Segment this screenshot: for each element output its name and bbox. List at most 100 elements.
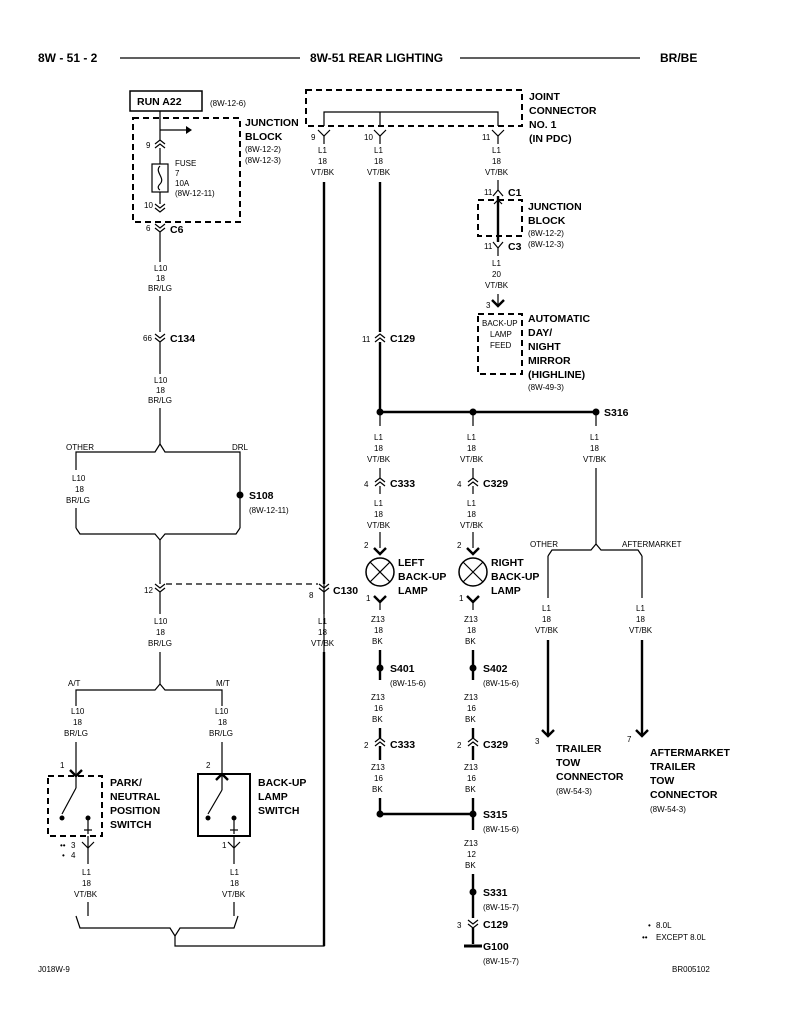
lamp-filament-icon <box>369 561 391 583</box>
park-neutral-switch-box <box>47 775 103 837</box>
pin: 10 <box>364 133 373 142</box>
splice-dot <box>469 664 477 672</box>
branch-label: DRL <box>232 443 249 452</box>
connector-icon <box>154 223 166 233</box>
splice-s315: S315 <box>483 809 508 821</box>
contact-dot <box>59 815 65 821</box>
wire-label: 18 <box>542 615 551 624</box>
mirror-label: DAY/ <box>528 327 552 339</box>
wire-label: 18 <box>156 386 165 395</box>
switch-blade <box>207 789 223 815</box>
wire-label: 18 <box>230 879 239 888</box>
wire-label: 18 <box>374 510 383 519</box>
run-label: RUN A22 <box>137 96 182 108</box>
wire-label: BK <box>465 715 476 724</box>
wire-label: VT/BK <box>583 455 607 464</box>
wire-label: 18 <box>156 628 165 637</box>
wire-label: VT/BK <box>460 521 484 530</box>
wire-label: VT/BK <box>222 890 246 899</box>
connector-icon <box>491 129 505 137</box>
wire-label: BR/LG <box>66 496 90 505</box>
wire-label: VT/BK <box>311 639 335 648</box>
pin: 1 <box>366 594 371 603</box>
switch-label: LAMP <box>258 791 288 803</box>
wire-label: VT/BK <box>367 168 391 177</box>
legend-mark: • <box>648 921 651 930</box>
pin: 7 <box>627 735 632 744</box>
wire-label: VT/BK <box>535 626 559 635</box>
pin: 12 <box>144 586 153 595</box>
wire-label: BR/LG <box>209 729 233 738</box>
wire-label: L1 <box>467 433 476 442</box>
wire-label: Z13 <box>464 615 478 624</box>
pin: 2 <box>206 761 211 770</box>
wire-label: 18 <box>467 626 476 635</box>
fuse-icon <box>151 163 169 193</box>
splice-ref: (8W-15-6) <box>483 679 519 688</box>
connector-icon <box>317 129 331 137</box>
aftermarket-label: AFTERMARKET <box>650 747 730 759</box>
lamp-label: BACK-UP <box>491 571 539 583</box>
connector-icon <box>154 583 166 593</box>
junction-block-2 <box>477 199 523 237</box>
switch-label: BACK-UP <box>258 777 306 789</box>
mirror-ref: (8W-49-3) <box>528 383 564 392</box>
connector-icon <box>374 477 386 487</box>
connector-icon <box>466 595 480 604</box>
fuse-label: FUSE <box>175 159 196 168</box>
connector-icon <box>466 547 480 556</box>
branch <box>75 443 241 460</box>
splice-ref: (8W-15-6) <box>483 825 519 834</box>
wire-label: L1 <box>542 604 551 613</box>
wire-label: BK <box>372 637 383 646</box>
mirror-feed-label: FEED <box>490 341 512 350</box>
wire-label: VT/BK <box>367 521 391 530</box>
splice-s402: S402 <box>483 663 508 675</box>
contact-dot <box>205 815 211 821</box>
pin: 4 <box>71 851 76 860</box>
connector-icon <box>467 919 479 929</box>
legend-mark: •• <box>60 841 66 850</box>
lamp-label: BACK-UP <box>398 571 446 583</box>
wire-label: VT/BK <box>460 455 484 464</box>
wire-label: L1 <box>318 146 327 155</box>
trailer-label: TOW <box>556 757 580 769</box>
connector-icon <box>467 737 479 747</box>
connector-icon <box>373 129 387 137</box>
connector-icon <box>467 477 479 487</box>
connector-icon <box>374 333 386 343</box>
connector-c3: C3 <box>508 241 522 253</box>
connector-icon <box>541 729 555 738</box>
joint-label: (IN PDC) <box>529 133 572 145</box>
fuse-label: (8W-12-11) <box>175 189 215 198</box>
pin: 3 <box>71 841 76 850</box>
branch <box>547 543 643 557</box>
jb2-ref: (8W-12-3) <box>528 240 564 249</box>
splice-s316: S316 <box>604 407 629 419</box>
wire-label: L1 <box>636 604 645 613</box>
lamp-label: LEFT <box>398 557 425 569</box>
splice-ref: (8W-15-7) <box>483 903 519 912</box>
trailer-label: CONNECTOR <box>556 771 624 783</box>
wire-label: L1 <box>467 499 476 508</box>
aftermarket-label: CONNECTOR <box>650 789 718 801</box>
joint-label: CONNECTOR <box>529 105 597 117</box>
connector-icon <box>491 299 505 308</box>
wire-label: VT/BK <box>629 626 653 635</box>
jb2-ref: (8W-12-2) <box>528 229 564 238</box>
splice-dot <box>236 491 244 499</box>
pin: 11 <box>484 242 493 251</box>
splice-s108: S108 <box>249 490 274 502</box>
pin: 4 <box>364 480 369 489</box>
pin: 3 <box>535 737 540 746</box>
splice-dot <box>376 810 384 818</box>
wire-label: L1 <box>590 433 599 442</box>
junction-block-1 <box>132 117 241 223</box>
jb2-title: JUNCTION <box>528 201 582 213</box>
wire-label: VT/BK <box>311 168 335 177</box>
branch-label: A/T <box>68 679 81 688</box>
ground-g100: G100 <box>483 941 509 953</box>
wire-label: L10 <box>154 617 168 626</box>
contact-dot <box>231 815 237 821</box>
wire-label: VT/BK <box>74 890 98 899</box>
